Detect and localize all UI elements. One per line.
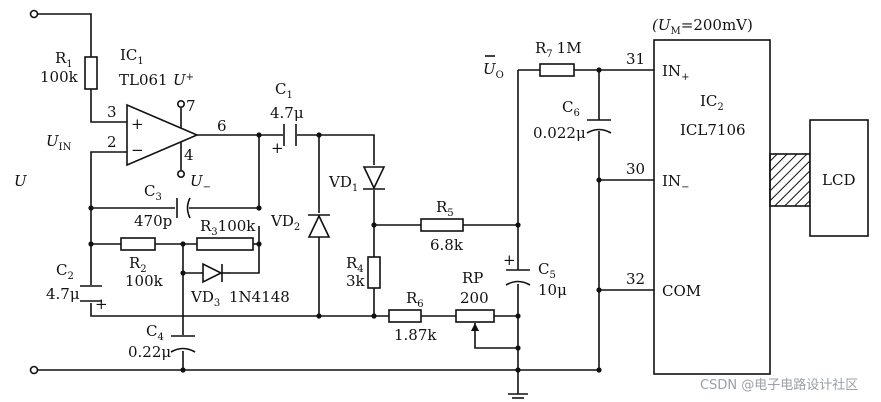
c1-plus: + bbox=[271, 139, 284, 157]
uo-label: UO bbox=[483, 60, 504, 81]
ic1-minus-sign: − bbox=[131, 141, 144, 159]
ic2-chip bbox=[653, 39, 771, 375]
c4-value: 0.22μ bbox=[128, 343, 171, 361]
ic2-pin-32: 32 bbox=[626, 270, 645, 288]
c4-capacitor bbox=[170, 335, 196, 353]
c5-capacitor bbox=[505, 269, 531, 286]
ic1-pin-vplus: 7 bbox=[186, 97, 196, 115]
ic2-label: IC2 bbox=[700, 92, 724, 113]
supply-vminus-label: U− bbox=[190, 172, 211, 193]
c3-capacitor bbox=[176, 197, 191, 219]
r4-value: 3k bbox=[346, 272, 366, 290]
vd2-diode bbox=[307, 214, 331, 238]
vd2-label: VD2 bbox=[270, 212, 300, 233]
rp-value: 200 bbox=[460, 289, 489, 307]
r4-label: R4 bbox=[346, 254, 364, 275]
lcd-bus bbox=[769, 153, 811, 207]
c2-value: 4.7μ bbox=[46, 285, 80, 303]
rp-potentiometer bbox=[455, 309, 495, 331]
c1-label: C1 bbox=[275, 80, 293, 101]
c5-label: C5 bbox=[538, 260, 556, 281]
r5-value: 6.8k bbox=[430, 236, 464, 254]
r6-value: 1.87k bbox=[394, 326, 437, 344]
r2-value: 100k bbox=[125, 272, 164, 290]
r2-label: R2 bbox=[129, 254, 147, 275]
r5-resistor bbox=[420, 218, 464, 232]
c5-plus: + bbox=[503, 251, 516, 269]
c6-capacitor bbox=[586, 119, 612, 134]
r1-label: R1 bbox=[55, 49, 73, 70]
ic1-pin-output: 6 bbox=[217, 117, 227, 135]
ic2-in-minus: IN− bbox=[662, 172, 689, 193]
ic1-label: IC1 bbox=[120, 46, 144, 67]
u-input-label: U bbox=[14, 172, 28, 190]
supply-vplus-label: U+ bbox=[173, 71, 194, 89]
c2-plus: + bbox=[95, 295, 108, 313]
junction-dots bbox=[88, 67, 602, 373]
c5-value: 10μ bbox=[538, 281, 567, 299]
r3-label: R3100k bbox=[200, 217, 256, 238]
c2-capacitor bbox=[80, 285, 102, 302]
vd3-part: 1N4148 bbox=[229, 288, 290, 306]
r3-resistor bbox=[196, 237, 254, 251]
r6-label: R6 bbox=[406, 289, 424, 310]
ic1-pin-vminus: 4 bbox=[184, 146, 194, 164]
op-amp-ic1 bbox=[126, 100, 200, 179]
ic2-pin-31: 31 bbox=[626, 50, 645, 68]
c6-value: 0.022μ bbox=[533, 124, 586, 142]
ic2-pin-30: 30 bbox=[626, 160, 645, 178]
ic1-pin-inverting: 2 bbox=[107, 133, 117, 151]
r1-resistor bbox=[84, 56, 98, 90]
lcd-display bbox=[809, 119, 869, 237]
lcd-label: LCD bbox=[822, 171, 855, 189]
ic2-range-label: (UM=200mV) bbox=[652, 16, 753, 37]
r4-resistor bbox=[367, 256, 381, 289]
c3-label: C3 bbox=[144, 182, 162, 203]
c4-label: C4 bbox=[146, 322, 164, 343]
ic1-plus-sign: + bbox=[131, 115, 144, 133]
r6-resistor bbox=[388, 309, 422, 323]
vd3-label: VD3 bbox=[190, 288, 220, 309]
c1-capacitor bbox=[283, 124, 297, 146]
input-terminals bbox=[29, 9, 39, 375]
vd1-label: VD1 bbox=[328, 173, 358, 194]
c1-value: 4.7μ bbox=[270, 104, 304, 122]
r5-label: R5 bbox=[436, 198, 454, 219]
ic2-part: ICL7106 bbox=[680, 121, 746, 139]
c6-label: C6 bbox=[562, 98, 580, 119]
vd1-diode bbox=[362, 166, 386, 190]
r2-resistor bbox=[120, 237, 156, 251]
ic2-com: COM bbox=[662, 282, 701, 300]
c3-value: 470p bbox=[134, 212, 172, 230]
uin-label: UIN bbox=[46, 132, 72, 153]
ic1-part: TL061 bbox=[119, 71, 168, 89]
rp-label: RP bbox=[462, 269, 483, 287]
r1-value: 100k bbox=[40, 68, 79, 86]
c2-label: C2 bbox=[56, 261, 74, 282]
vd3-diode bbox=[201, 262, 231, 284]
ic1-pin-noninverting: 3 bbox=[107, 103, 117, 121]
ic2-in-plus: IN+ bbox=[662, 62, 689, 83]
r7-resistor bbox=[539, 63, 575, 77]
watermark: CSDN @电子电路设计社区 bbox=[700, 377, 858, 393]
